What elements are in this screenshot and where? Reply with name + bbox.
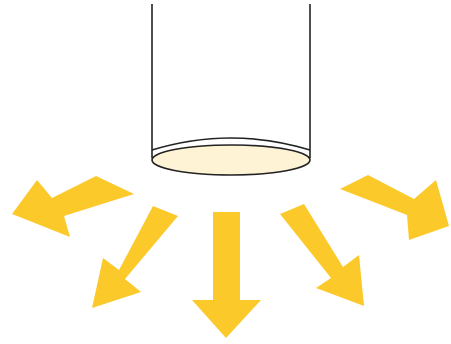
- light-fixture: [151, 4, 311, 176]
- arrow-far-left: [12, 176, 134, 237]
- arrow-center: [192, 212, 261, 338]
- arrow-far-right: [340, 175, 449, 240]
- arrow-right: [280, 204, 364, 306]
- light-rays: [12, 175, 449, 338]
- arrow-left: [92, 206, 178, 308]
- light-lens: [151, 144, 311, 176]
- fixture-rim-back: [151, 137, 311, 151]
